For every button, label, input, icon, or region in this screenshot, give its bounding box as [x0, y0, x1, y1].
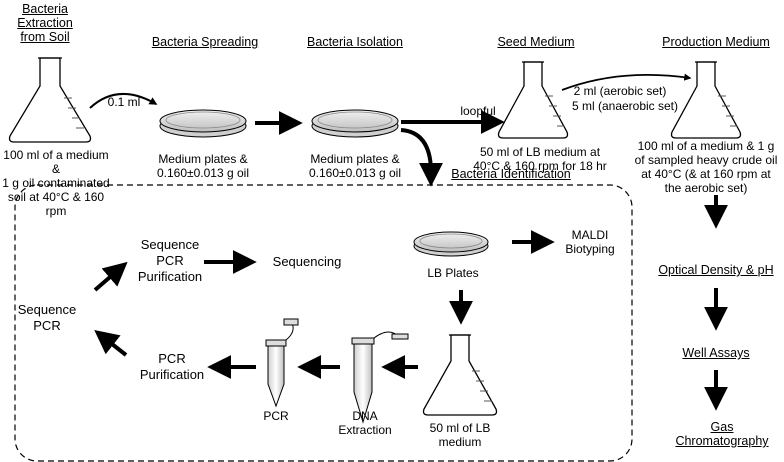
seed-title: Seed Medium [497, 35, 575, 49]
transfer-aerobic-label: 2 ml (aerobic set) [573, 84, 667, 98]
production-description: 100 ml of a medium & 1 g of sampled heav… [634, 139, 778, 195]
dna-extraction-tube-icon [351, 331, 409, 424]
isolation-description: Medium plates & 0.160±0.013 g oil [309, 152, 401, 180]
arrow-to-sequence-pcr-purification [93, 261, 128, 292]
maldi-biotyping-label: MALDI Biotyping [565, 228, 615, 256]
arrow-to-spreading [89, 92, 158, 109]
transfer-0-1ml-label: 0.1 ml [107, 95, 141, 109]
pcr-label: PCR [263, 409, 289, 423]
spreading-title: Bacteria Spreading [151, 35, 259, 49]
lb-plates-label: LB Plates [427, 266, 479, 280]
gas-chromatography-label: Gas Chromatography [675, 420, 769, 448]
well-assays-label: Well Assays [682, 346, 750, 360]
isolation-title: Bacteria Isolation [307, 35, 403, 49]
extraction-title: Bacteria Extraction from Soil [17, 2, 73, 44]
arrow-to-identification [400, 128, 443, 187]
spreading-plate-icon [159, 109, 247, 138]
arrow-to-production [561, 73, 692, 91]
production-title: Production Medium [662, 35, 770, 49]
lb-plate-icon [413, 231, 489, 257]
sequencing-label: Sequencing [272, 254, 342, 269]
arrow-to-sequence-pcr [94, 330, 128, 357]
pcr-purification-label: PCR Purification [139, 351, 205, 382]
identification-title: Bacteria Identification [451, 167, 571, 181]
lb-medium-flask-icon [422, 334, 498, 416]
identification-box [14, 184, 633, 462]
lb-medium-label: 50 ml of LB medium [429, 421, 491, 449]
extraction-flask-icon [8, 57, 92, 143]
sequence-pcr-label: Sequence PCR [17, 302, 77, 333]
transfer-loopful-label: loopful [460, 104, 496, 118]
dna-extraction-label: DNA Extraction [338, 409, 392, 437]
isolation-plate-icon [311, 109, 399, 138]
pcr-tube-icon [265, 318, 299, 408]
transfer-anaerobic-label: 5 ml (anaerobic set) [571, 99, 679, 113]
production-flask-icon [670, 61, 742, 139]
sequence-pcr-purification-label: Sequence PCR Purification [137, 237, 203, 284]
optical-density-label: Optical Density & pH [658, 263, 774, 277]
seed-flask-icon [497, 61, 569, 139]
spreading-description: Medium plates & 0.160±0.013 g oil [157, 152, 249, 180]
seed-description: 50 ml of LB medium at 40°C & 160 rpm for… [473, 145, 607, 173]
extraction-description: 100 ml of a medium & 1 g oil contaminate… [2, 148, 110, 218]
